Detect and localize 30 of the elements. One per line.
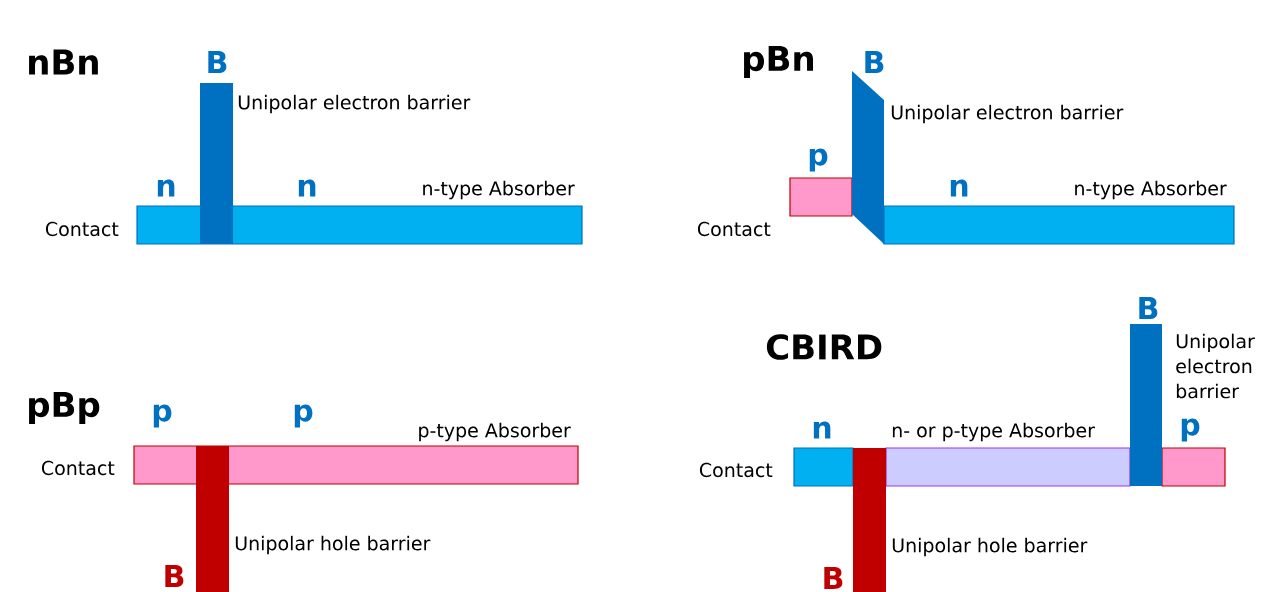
- layer-label: Contact: [697, 221, 771, 237]
- layer-letter: p: [809, 148, 828, 172]
- layer-letter: n: [813, 421, 831, 439]
- layer-label: n-type Absorber: [423, 180, 575, 200]
- layer-label: Unipolar electron barrier: [1176, 333, 1255, 399]
- layer-letter: B: [165, 565, 184, 587]
- layer-letter: B: [1139, 297, 1158, 319]
- panel-title: CBIRD: [766, 334, 882, 360]
- layer-label: Unipolar hole barrier: [892, 537, 1088, 557]
- layer-label: Contact: [699, 462, 773, 478]
- layer-letter: B: [208, 51, 227, 73]
- layer-letter: B: [824, 567, 843, 589]
- layer-label: p-type Absorber: [419, 422, 571, 442]
- panel-title: nBn: [29, 49, 98, 75]
- layer-label: Unipolar hole barrier: [235, 535, 431, 555]
- panel-title: pBp: [29, 392, 100, 424]
- layer-letter: B: [865, 51, 884, 73]
- layer-label: Contact: [45, 221, 119, 237]
- layer-letter: n: [298, 179, 316, 197]
- layer-letter: p: [294, 404, 313, 428]
- layer-letter: p: [153, 404, 172, 428]
- layer-label: Unipolar electron barrier: [238, 94, 471, 114]
- layer-letter: p: [1181, 418, 1200, 442]
- layer-label: n- or p-type Absorber: [892, 422, 1095, 442]
- panel-title: pBn: [744, 46, 813, 78]
- layer-label: Contact: [41, 460, 115, 476]
- layer-letter: n: [157, 179, 175, 197]
- layer-label: Unipolar electron barrier: [891, 104, 1124, 124]
- layer-label: n-type Absorber: [1075, 180, 1227, 200]
- layer-letter: n: [950, 179, 968, 197]
